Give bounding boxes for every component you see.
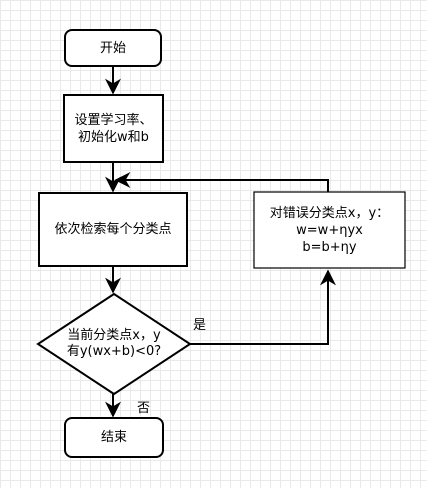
decision-node-shape xyxy=(36,292,192,396)
init-node-shape xyxy=(63,94,164,163)
check-node-shape xyxy=(38,192,188,267)
start-node-shape xyxy=(64,29,162,67)
update-node-shape xyxy=(253,191,406,269)
no-edge-label: 否 xyxy=(137,401,151,416)
edge-update-back-to-check xyxy=(114,172,329,192)
edge-decision-yes-to-update xyxy=(190,269,336,345)
yes-edge-label: 是 xyxy=(193,318,207,333)
end-node-shape xyxy=(64,417,164,458)
